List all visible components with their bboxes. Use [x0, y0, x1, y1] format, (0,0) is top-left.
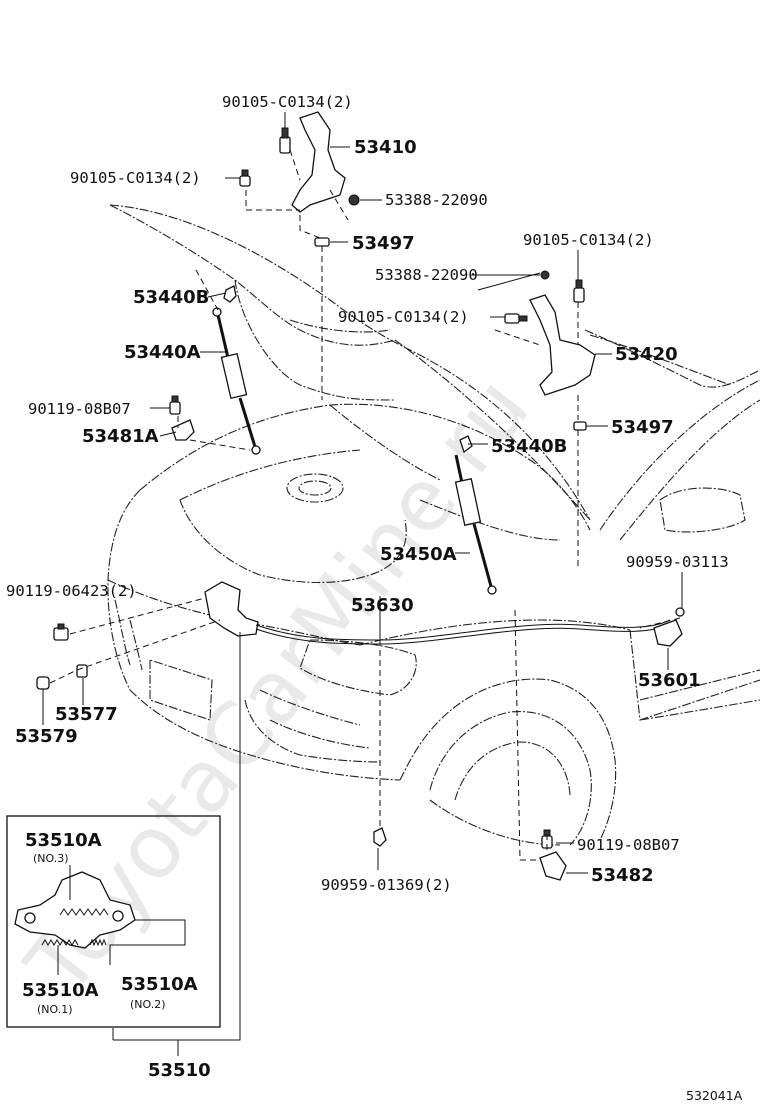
label-90105-mid: 90105-C0134(2) [338, 308, 469, 326]
label-53481a: 53481A [82, 426, 159, 447]
clip-icon [540, 270, 550, 280]
bolt-icon [279, 127, 291, 154]
release-cable-icon [255, 619, 671, 641]
label-53579: 53579 [15, 726, 78, 747]
cushion-icon [36, 676, 50, 690]
label-53577: 53577 [55, 704, 118, 725]
leader-lines [42, 112, 683, 1056]
label-90105-top: 90105-C0134(2) [222, 93, 353, 111]
inset-frame [6, 815, 221, 1028]
label-90105-left: 90105-C0134(2) [70, 169, 201, 187]
bolt-icon [504, 313, 528, 324]
part-labels: 90105-C0134(2) 53410 90105-C0134(2) 5338… [6, 93, 729, 1081]
strut-end-icon [223, 285, 237, 303]
bolt-icon [573, 279, 585, 303]
bolt-icon [169, 395, 181, 415]
hinge-53420-icon [529, 294, 596, 396]
label-53440b-left: 53440B [133, 287, 209, 308]
label-53388-top: 53388-22090 [385, 191, 488, 209]
gas-strut-right-icon [454, 435, 497, 595]
bolt-icon [76, 664, 88, 678]
bolt-icon [53, 623, 69, 641]
clip-icon [675, 607, 685, 617]
label-53450a: 53450A [380, 544, 457, 565]
label-53497-right: 53497 [611, 417, 674, 438]
label-53601: 53601 [638, 670, 701, 691]
label-90105-right: 90105-C0134(2) [523, 231, 654, 249]
inset-label-left: 53510A [22, 980, 99, 1001]
car-outline [107, 204, 760, 846]
diagram-code: 532041A [686, 1088, 743, 1103]
label-53497-top: 53497 [352, 233, 415, 254]
inset-sub-top: (NO.3) [33, 852, 69, 865]
inset-detail: 53510A (NO.3) 53510A (NO.1) 53510A (NO.2… [6, 815, 221, 1028]
label-53410: 53410 [354, 137, 417, 158]
gas-strut-left-icon [212, 307, 261, 455]
bracket-53481a-icon [171, 419, 195, 441]
inset-sub-right: (NO.2) [130, 998, 166, 1011]
inset-label-top: 53510A [25, 830, 102, 851]
label-53440a: 53440A [124, 342, 201, 363]
label-90959-03113: 90959-03113 [626, 553, 729, 571]
label-53440b-right: 53440B [491, 436, 567, 457]
washer-icon [314, 237, 330, 247]
label-53630: 53630 [351, 595, 414, 616]
label-90959-01369: 90959-01369(2) [321, 876, 452, 894]
inset-sub-left: (NO.1) [37, 1003, 73, 1016]
release-handle-icon [653, 619, 683, 647]
dashed-assembly-lines [49, 149, 681, 861]
label-90119-08b07-right: 90119-08B07 [577, 836, 680, 854]
washer-icon [573, 421, 587, 431]
label-90119-06423: 90119-06423(2) [6, 582, 137, 600]
label-53388-right: 53388-22090 [375, 266, 478, 284]
label-53482: 53482 [591, 865, 654, 886]
label-53420: 53420 [615, 344, 678, 365]
inset-label-right: 53510A [121, 974, 198, 995]
label-90119-08b07-left: 90119-08B07 [28, 400, 131, 418]
lock-body-icon [14, 871, 136, 949]
hood-lock-icon [204, 581, 259, 637]
clip-icon [373, 827, 387, 847]
bracket-53482-icon [539, 851, 567, 881]
bolt-icon [239, 169, 251, 187]
label-53510: 53510 [148, 1060, 211, 1081]
hinge-53410-icon [291, 111, 346, 213]
clip-icon [348, 194, 360, 206]
